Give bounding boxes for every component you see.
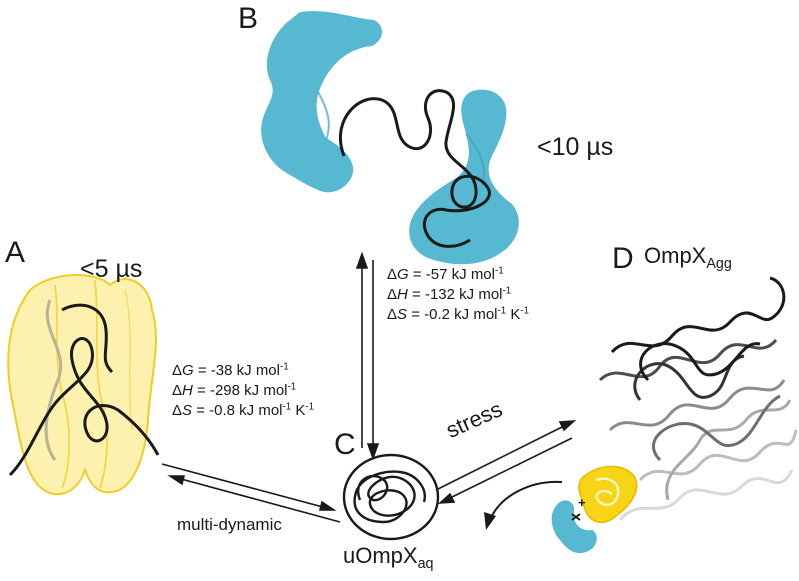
chaperone-b-shape: [261, 11, 519, 265]
thermo-a-c-dg: ΔG = -38 kJ mol-1: [172, 361, 289, 379]
thermo-b-c: ΔG = -57 kJ mol-1 ΔH = -132 kJ mol-1 ΔS …: [387, 265, 529, 325]
aggregate-d: [598, 276, 798, 522]
thermo-b-c-ds: ΔS = -0.2 kJ mol-1 K-1: [387, 305, 530, 323]
equilibrium-arrow-a-c: [161, 463, 341, 523]
panel-letter-c: C: [334, 428, 356, 461]
compact-coil-c: [342, 453, 440, 541]
chaperone-inset: [551, 465, 638, 554]
thermo-b-c-dg: ΔG = -57 kJ mol-1: [387, 265, 504, 283]
timescale-b: <10 µs: [537, 133, 614, 161]
thermo-a-c: ΔG = -38 kJ mol-1 ΔH = -298 kJ mol-1 ΔS …: [172, 361, 314, 421]
thermo-a-c-ds: ΔS = -0.8 kJ mol-1 K-1: [172, 401, 315, 419]
state-label-c: uOmpXaq: [343, 543, 434, 572]
panel-letter-a: A: [5, 236, 26, 269]
thermo-a-c-dh: ΔH = -298 kJ mol-1: [172, 381, 297, 399]
bound-chain-a: [8, 299, 160, 477]
equilibrium-arrow-b-c: [355, 251, 380, 461]
timescale-a: <5 µs: [80, 255, 143, 283]
thermo-b-c-dh: ΔH = -132 kJ mol-1: [387, 285, 512, 303]
curved-return-arrow: [484, 480, 563, 530]
multi-dynamic-label: multi-dynamic: [177, 515, 282, 534]
equilibrium-arrow-c-d: [435, 420, 577, 504]
panel-letter-b: B: [238, 2, 259, 35]
panel-letter-d: D: [612, 242, 634, 275]
bound-chain-b: [338, 89, 491, 248]
state-label-d: OmpXAgg: [644, 243, 732, 272]
plus-sign: +: [578, 495, 586, 510]
